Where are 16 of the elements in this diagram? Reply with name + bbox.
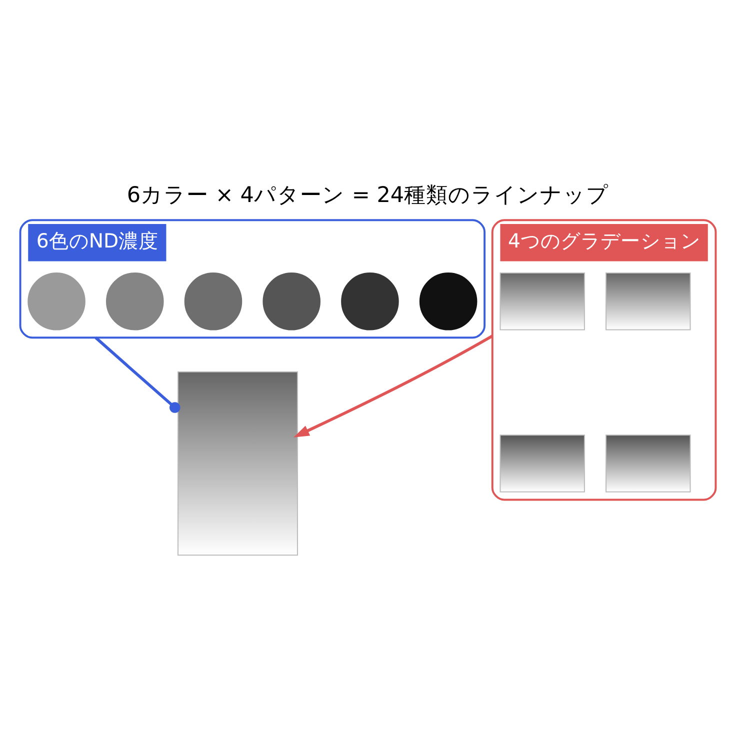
node-circle <box>419 272 478 330</box>
connector <box>94 336 180 413</box>
node-circle <box>262 272 320 330</box>
arrow <box>294 334 494 438</box>
node-box <box>606 272 691 330</box>
node-box <box>500 272 585 330</box>
node-box <box>606 434 691 492</box>
diagram-title: 6カラー × 4パターン = 24種類のラインナップ <box>126 183 610 208</box>
node-circle <box>106 272 164 330</box>
node-box <box>500 434 585 492</box>
node-circle <box>341 272 399 330</box>
cluster: 4つのグラデーション <box>491 219 717 501</box>
node-circle <box>28 272 86 330</box>
node-box <box>177 371 298 556</box>
cluster: 6色のND濃度 <box>19 219 486 339</box>
node-circle <box>184 272 242 330</box>
